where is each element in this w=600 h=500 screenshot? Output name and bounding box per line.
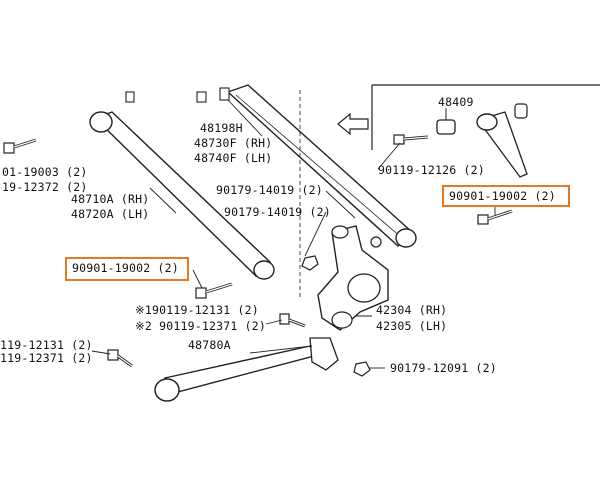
direction-arrow-icon: [337, 112, 369, 136]
label-119-12371: 119-12371 (2): [0, 351, 93, 365]
nut-90179-12091-drawing: [353, 361, 371, 377]
label-42305: 42305 (LH): [376, 319, 447, 333]
lower-arm-48710a-drawing: [89, 111, 275, 280]
label-48710a: 48710A (RH): [71, 192, 149, 206]
inset-detail-box: [337, 84, 600, 225]
upper-arm-48730f-drawing: [226, 84, 417, 248]
highlight-box-90901-19002-left: [65, 257, 189, 281]
label-48409: 48409: [438, 95, 474, 109]
bushing-48409-drawing: [436, 110, 456, 135]
bolt-19003-drawing: [3, 138, 37, 154]
bolt-90119-12131-drawing: [279, 313, 306, 328]
highlight-box-90901-19002-right: [442, 185, 570, 207]
label-48730f: 48730F (RH): [194, 136, 272, 150]
lateral-rod-48780a-drawing: [154, 337, 339, 402]
top-fittings-drawing: [125, 87, 230, 103]
label-90179-14019-b: 90179-14019 (2): [224, 205, 331, 219]
label-90901-19002-right: 90901-19002 (2): [449, 189, 556, 203]
inset-arm-end-drawing: [476, 103, 528, 178]
label-42304: 42304 (RH): [376, 303, 447, 317]
label-48720a: 48720A (LH): [71, 207, 149, 221]
knuckle-42304-drawing: [317, 225, 389, 331]
inset-bolt-drawing: [393, 134, 429, 145]
nut-90179-14019-drawing: [301, 255, 319, 271]
label-90179-12091: 90179-12091 (2): [390, 361, 497, 375]
label-star1-90119-12131: ※190119-12131 (2): [135, 303, 259, 317]
bolt-90901-19002-left-drawing: [195, 282, 233, 299]
label-90119-12126: 90119-12126 (2): [378, 163, 485, 177]
bolt-90901-19002-right-drawing: [477, 209, 513, 225]
label-119-12131: 119-12131 (2): [0, 338, 93, 352]
leader-lines: [91, 99, 496, 369]
bolt-119-12131-drawing: [107, 349, 133, 368]
label-48198h: 48198H: [200, 121, 243, 135]
label-90179-14019-a: 90179-14019 (2): [216, 183, 323, 197]
label-48780a: 48780A: [188, 338, 231, 352]
label-19-12372: 19-12372 (2): [2, 180, 87, 194]
label-48740f: 48740F (LH): [194, 151, 272, 165]
label-01-19003: 01-19003 (2): [2, 165, 87, 179]
label-90901-19002-left: 90901-19002 (2): [72, 261, 179, 275]
label-star2-90119-12371: ※2 90119-12371 (2): [135, 319, 266, 333]
